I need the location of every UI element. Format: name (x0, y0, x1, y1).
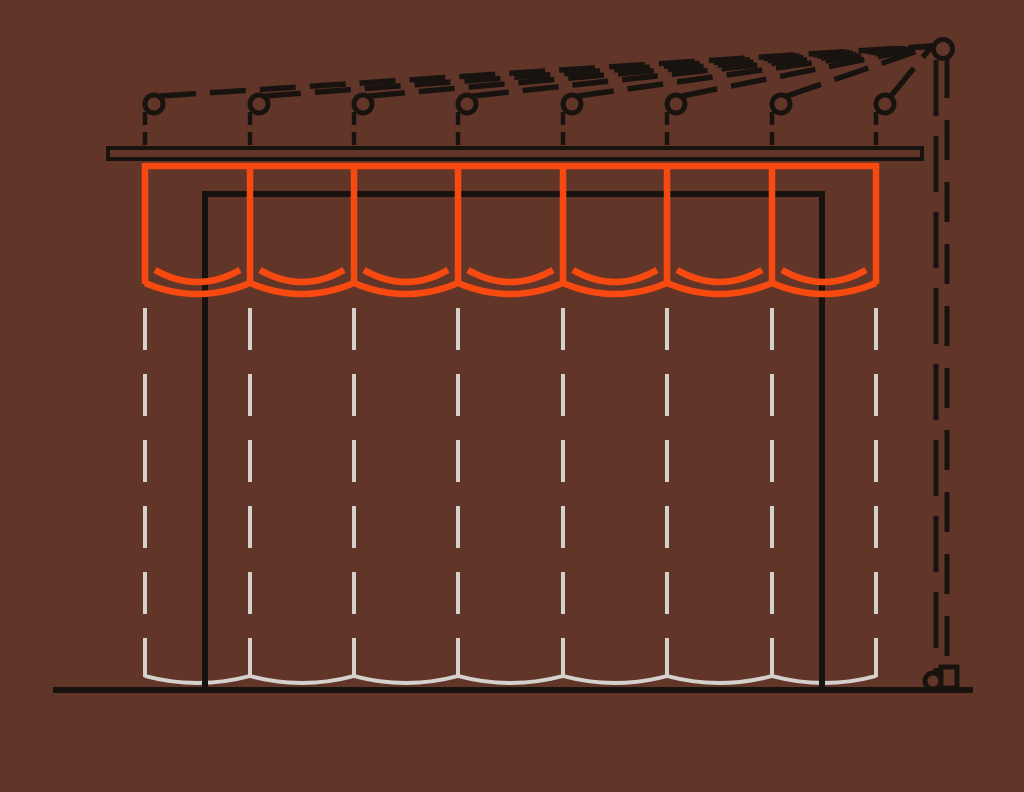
curtain-inner-fold (571, 267, 659, 286)
cleat-block-icon (938, 664, 960, 691)
phantom-hem-scallop (666, 674, 773, 685)
phantom-lowered-curtain (143, 308, 878, 685)
lift-cord-diagonal (786, 43, 933, 99)
phantom-hem-scallop (144, 674, 251, 685)
phantom-hem-scallop (353, 674, 459, 685)
curtain-inner-fold (153, 267, 242, 286)
door-frame (202, 191, 825, 691)
pulley-icon (247, 92, 271, 116)
phantom-hem-scallop (249, 674, 355, 685)
curtain-inner-fold (362, 267, 450, 286)
pulley-icon (769, 92, 793, 116)
pulley-icon (455, 92, 479, 116)
curtain-rail (106, 146, 924, 161)
curtain-inner-fold (780, 267, 868, 286)
curtain-inner-fold (258, 267, 346, 286)
lift-cord-diagonal (888, 44, 935, 98)
lift-cord-diagonal (681, 43, 933, 99)
lift-cord-diagonal (159, 43, 933, 99)
structure-group (53, 37, 973, 693)
pulley-icon (351, 92, 375, 116)
pulley-icon (560, 92, 584, 116)
curtain-inner-fold (466, 267, 555, 286)
head-pulley-icon (931, 37, 955, 61)
pulley-icon (873, 92, 897, 116)
raised-curtain-group (141, 162, 880, 298)
curtain-inner-fold (675, 267, 764, 286)
phantom-hem-scallop (457, 674, 564, 685)
pulley-icon (664, 92, 688, 116)
pulley-icon (142, 92, 166, 116)
phantom-hem-scallop (562, 674, 668, 685)
lift-cord-diagonal (577, 43, 933, 99)
curtain-hem-scallops (143, 279, 878, 298)
